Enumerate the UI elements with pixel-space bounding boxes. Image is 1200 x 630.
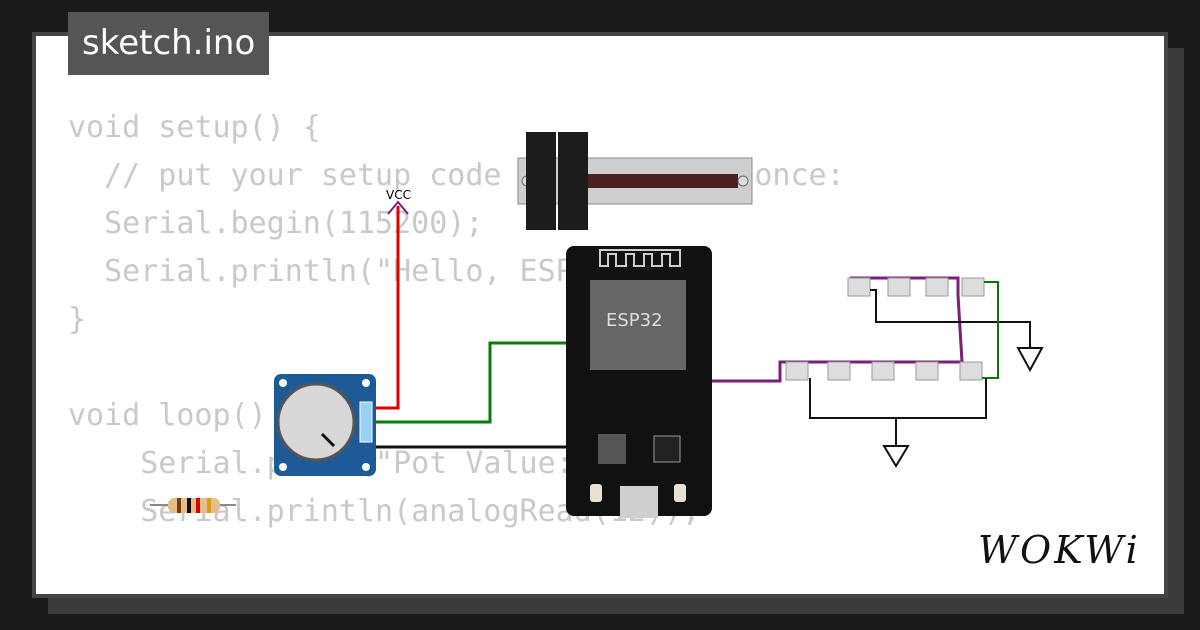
wire-signal [370, 341, 575, 424]
wire-led-vcc-top [982, 281, 999, 379]
esp32-board[interactable]: ESP32 [566, 246, 712, 518]
vcc-arrow [387, 200, 409, 215]
wire-led-chain-bottom [809, 378, 987, 419]
rotary-potentiometer[interactable] [274, 374, 376, 476]
slide-potentiometer[interactable] [517, 132, 753, 230]
wire-gnd [368, 436, 575, 449]
gnd-symbol-top [1016, 347, 1044, 373]
neopixel-leds[interactable] [785, 277, 985, 381]
gnd-symbol-bottom [882, 445, 910, 468]
code-line: // put your main code here, to run repea… [68, 584, 935, 594]
wire-led-chain-top [870, 289, 1031, 348]
resistor[interactable] [150, 498, 236, 513]
chip-label: ESP32 [606, 310, 663, 331]
vcc-label: VCC [386, 188, 411, 202]
wire-vcc [370, 206, 400, 410]
code-line: void setup() { [68, 110, 321, 145]
code-line: Serial.begin(115200); [68, 206, 484, 241]
file-tab[interactable]: sketch.ino [68, 12, 270, 75]
wokwi-logo: WOKWi [978, 528, 1141, 572]
code-line: } [68, 302, 87, 337]
